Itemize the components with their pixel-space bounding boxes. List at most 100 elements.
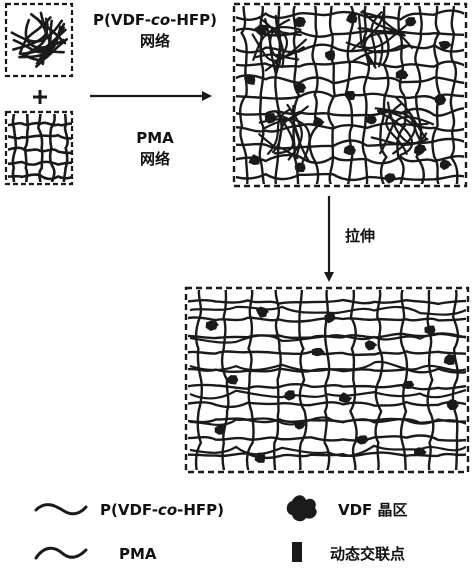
pma-chain	[449, 6, 459, 184]
pma-chain	[236, 74, 464, 85]
pma-chain	[236, 9, 464, 21]
legend-vdf-crystal-icon	[286, 495, 317, 522]
legend-pma-label: PMA	[119, 545, 157, 563]
pvdf-chain	[189, 360, 466, 372]
pvdf-chain	[352, 44, 410, 62]
pvdf-network-label: P(VDF-co-HFP)	[80, 10, 230, 30]
vdf-crystal-region	[438, 40, 452, 50]
pma-chain	[11, 114, 18, 182]
combine-arrow	[90, 91, 212, 101]
pma-network-label-line2: 网络	[139, 150, 170, 168]
vdf-crystal-region	[434, 94, 447, 106]
pvdf-chain	[35, 19, 53, 65]
pma-chain	[273, 290, 282, 470]
legend-pvdf-suffix: -HFP)	[177, 501, 224, 519]
vdf-crystal-region	[343, 145, 356, 155]
vdf-crystal-region	[366, 114, 377, 125]
pma-chain	[245, 290, 255, 470]
combined-network-box	[232, 2, 468, 188]
pvdf-chain	[357, 27, 384, 68]
pvdf-chain	[264, 115, 310, 162]
pvdf-chain	[189, 305, 466, 316]
vdf-crystal-region	[413, 447, 427, 457]
vdf-crystal-region	[446, 399, 459, 411]
vdf-crystal-region	[364, 340, 377, 351]
vdf-crystal-region	[402, 380, 415, 389]
legend-pma-line-icon	[34, 546, 88, 560]
pma-chain	[374, 290, 384, 470]
vdf-crystal-region	[214, 425, 225, 435]
pvdf-chain	[385, 102, 408, 155]
vdf-crystal-region	[256, 24, 269, 36]
vdf-crystal-region	[243, 75, 256, 85]
pvdf-chain	[370, 11, 383, 68]
pvdf-chain	[22, 38, 68, 62]
pma-network-mini-box	[4, 110, 74, 186]
legend-crosslink-label: 动态交联点	[330, 545, 406, 563]
stretched-network-box	[184, 286, 470, 474]
vdf-crystal-region	[405, 17, 417, 27]
pma-chain	[361, 6, 371, 184]
legend-pvdf-line-icon	[34, 503, 88, 516]
vdf-crystal-region	[254, 452, 266, 463]
pvdf-chain	[360, 11, 406, 37]
pma-chain	[327, 6, 336, 184]
pma-chain	[220, 290, 230, 470]
pvdf-chain	[251, 33, 307, 62]
pma-chain	[308, 6, 320, 184]
pvdf-label-prefix: P(VDF-	[93, 11, 151, 29]
pma-chain	[36, 114, 44, 182]
legend-pvdf-label: P(VDF-co-HFP)	[100, 500, 224, 520]
vdf-crystal-region	[293, 82, 307, 93]
vdf-crystal-region	[312, 116, 325, 128]
pma-chain	[8, 160, 72, 166]
pvdf-network-label-line2: 网络	[139, 32, 170, 50]
vdf-crystal-region	[227, 375, 239, 385]
stretch-label: 拉伸	[345, 227, 376, 245]
pma-chain	[188, 434, 466, 442]
legend-vdf-crystal-label: VDF 晶区	[338, 501, 408, 519]
pma-chain	[188, 383, 466, 391]
vdf-crystal-region	[294, 420, 306, 430]
pvdf-chain	[361, 10, 413, 49]
vdf-crystal-region	[439, 159, 452, 170]
pvdf-chain	[345, 23, 409, 50]
vdf-crystal-region	[344, 90, 356, 101]
pma-chain	[236, 122, 464, 133]
pvdf-network-mini-box	[4, 2, 74, 78]
vdf-crystal-region	[205, 320, 219, 331]
pma-network-label: PMA	[136, 129, 174, 147]
pma-chain	[426, 290, 435, 470]
pvdf-chain	[189, 332, 466, 344]
vdf-crystal-region	[424, 325, 436, 335]
pvdf-chain	[286, 103, 303, 161]
vdf-crystal-region	[248, 154, 262, 165]
stretch-arrow	[324, 196, 334, 282]
pma-chain	[298, 290, 308, 470]
pvdf-chain	[267, 108, 291, 155]
pvdf-label-co: co	[150, 11, 171, 29]
pma-chain	[399, 290, 409, 470]
pvdf-chain	[370, 136, 429, 146]
vdf-crystal-region	[311, 347, 325, 357]
vdf-crystal-region	[413, 144, 427, 156]
pma-chain	[239, 6, 249, 184]
vdf-crystal-region	[264, 113, 277, 124]
pvdf-chain	[392, 96, 416, 155]
vdf-crystal-region	[384, 173, 396, 184]
pvdf-chain	[379, 115, 435, 155]
pvdf-chain	[22, 48, 65, 58]
pma-chain	[451, 290, 460, 470]
pma-chain	[236, 43, 464, 54]
pvdf-chain	[189, 389, 466, 400]
vdf-crystal-region	[256, 306, 269, 318]
pma-chain	[236, 153, 464, 165]
legend-pvdf-prefix: P(VDF-	[100, 501, 158, 519]
pvdf-chain	[253, 53, 300, 61]
vdf-crystal-region	[324, 312, 337, 324]
legend-crosslink-icon	[292, 542, 302, 562]
pvdf-chain	[10, 19, 63, 43]
pma-chain	[236, 107, 464, 117]
vdf-crystal-region	[324, 50, 336, 61]
